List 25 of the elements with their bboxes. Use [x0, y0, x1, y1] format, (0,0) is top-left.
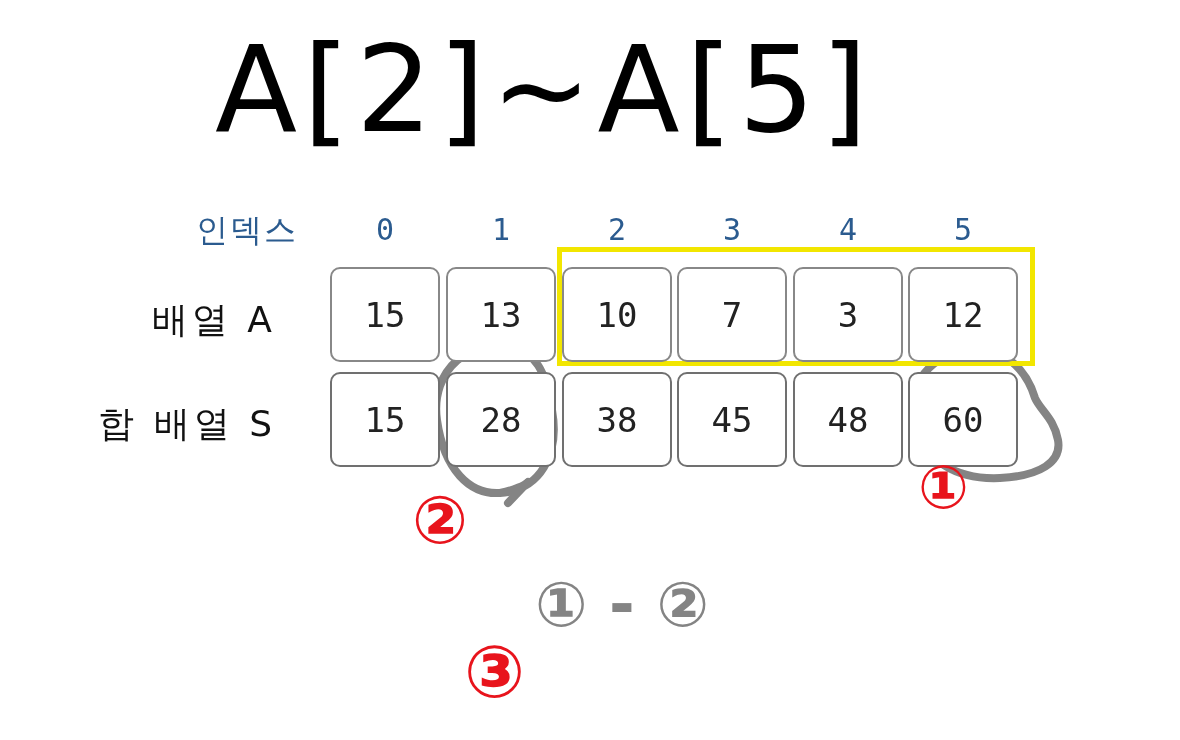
- index-number: 2: [606, 212, 628, 247]
- index-number: 4: [837, 212, 859, 247]
- array-cell: 7: [677, 267, 787, 362]
- index-number: 1: [490, 212, 512, 247]
- circled-number: ②: [412, 482, 468, 559]
- array-cell: 45: [677, 372, 787, 467]
- circled-number: ③: [464, 630, 525, 714]
- array-cell: 38: [562, 372, 672, 467]
- array-cell: 10: [562, 267, 672, 362]
- array-cell: 13: [446, 267, 556, 362]
- index-number: 0: [374, 212, 396, 247]
- array-cell: 15: [330, 372, 440, 467]
- array-cell: 28: [446, 372, 556, 467]
- handwritten-note: ① - ②: [535, 568, 709, 641]
- highlight-frame: [557, 247, 1035, 366]
- row-label: 합 배열 S: [97, 402, 276, 446]
- index-number: 3: [721, 212, 743, 247]
- header-label: 인덱스: [195, 210, 298, 251]
- row-label: 배열 A: [150, 298, 276, 342]
- array-cell: 15: [330, 267, 440, 362]
- array-cell: 12: [908, 267, 1018, 362]
- index-number: 5: [952, 212, 974, 247]
- handwritten-title: A[2]~A[5]: [215, 20, 874, 159]
- array-cell: 48: [793, 372, 903, 467]
- array-cell: 3: [793, 267, 903, 362]
